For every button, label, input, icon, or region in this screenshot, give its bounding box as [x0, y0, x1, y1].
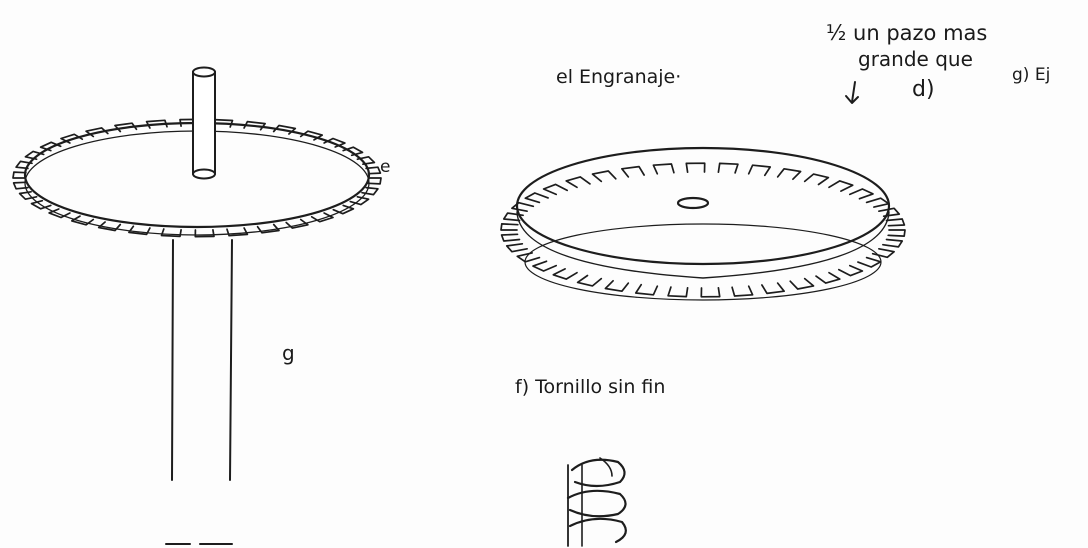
left-gear-tooth [368, 178, 381, 184]
right-gear-teeth [501, 163, 905, 297]
right-gear-tooth [883, 240, 902, 247]
label-e: e [380, 157, 390, 177]
left-gear-tooth [49, 209, 70, 218]
left-gear-tooth [129, 226, 150, 234]
right-gear-tooth [566, 177, 590, 187]
right-gear-tooth [888, 230, 905, 236]
right-gear-tooth [653, 164, 674, 174]
right-gear-tooth [887, 219, 905, 226]
top-note-ref: d) [912, 77, 935, 102]
left-gear-tooth [258, 225, 279, 233]
right-gear-tooth [533, 261, 556, 271]
top-note-line2: grande que [858, 47, 973, 71]
right-gear-tooth [790, 279, 813, 289]
right-gear-tooth [762, 283, 784, 293]
label-g: g [282, 341, 295, 365]
worm-thread-3 [570, 519, 626, 542]
right-gear-tooth [501, 224, 518, 230]
right-gear-tooth [553, 269, 577, 279]
right-gear-tooth [778, 169, 801, 179]
right-gear-tooth [749, 165, 771, 175]
down-arrow-icon [846, 82, 858, 103]
engranaje-note: el Engranaje· [556, 66, 681, 88]
right-gear-tooth [829, 181, 853, 191]
right-gear-tooth [867, 198, 889, 207]
right-gear-tooth [701, 288, 719, 297]
right-gear-tooth [578, 276, 602, 286]
worm-screw-sketch [568, 458, 626, 546]
right-gear-tooth [805, 174, 829, 184]
right-gear-tooth [850, 189, 873, 199]
right-gear-tooth [839, 266, 863, 276]
right-gear-tooth [622, 167, 644, 177]
right-gear-tooth [517, 253, 539, 262]
right-gear-hole [678, 198, 708, 208]
right-gear-tooth [636, 285, 658, 295]
right-gear-tooth [686, 163, 704, 172]
left-gear-assembly: e g [13, 68, 390, 481]
right-gear-tooth [605, 281, 628, 291]
right-gear-tooth [502, 234, 520, 241]
left-gear-tooth [357, 157, 374, 164]
right-gear-tooth [816, 273, 840, 283]
right-gear-tooth [544, 184, 568, 194]
right-gear-side [517, 212, 889, 278]
worm-thread-1 [572, 460, 625, 486]
right-gear-tooth [732, 286, 753, 296]
left-gear-tooth [16, 161, 32, 168]
right-gear-tooth [718, 163, 738, 173]
right-gear-tooth [593, 171, 616, 181]
shaft-line-right [230, 240, 232, 480]
eje-label: g) Ej [1012, 65, 1050, 85]
tornillo-label: f) Tornillo sin fin [515, 376, 665, 398]
top-note-line1: ½ un pazo mas [826, 21, 987, 45]
right-gear-tooth [512, 203, 533, 212]
shaft-line-left [172, 240, 173, 480]
right-gear-assembly [501, 148, 905, 300]
right-gear-tooth [525, 193, 548, 202]
worm-thread-2 [568, 491, 626, 516]
right-gear-tooth [668, 287, 688, 297]
right-gear-bottom-rim [525, 224, 881, 300]
right-gear-tooth [858, 258, 881, 267]
right-gear-tooth [507, 244, 527, 252]
